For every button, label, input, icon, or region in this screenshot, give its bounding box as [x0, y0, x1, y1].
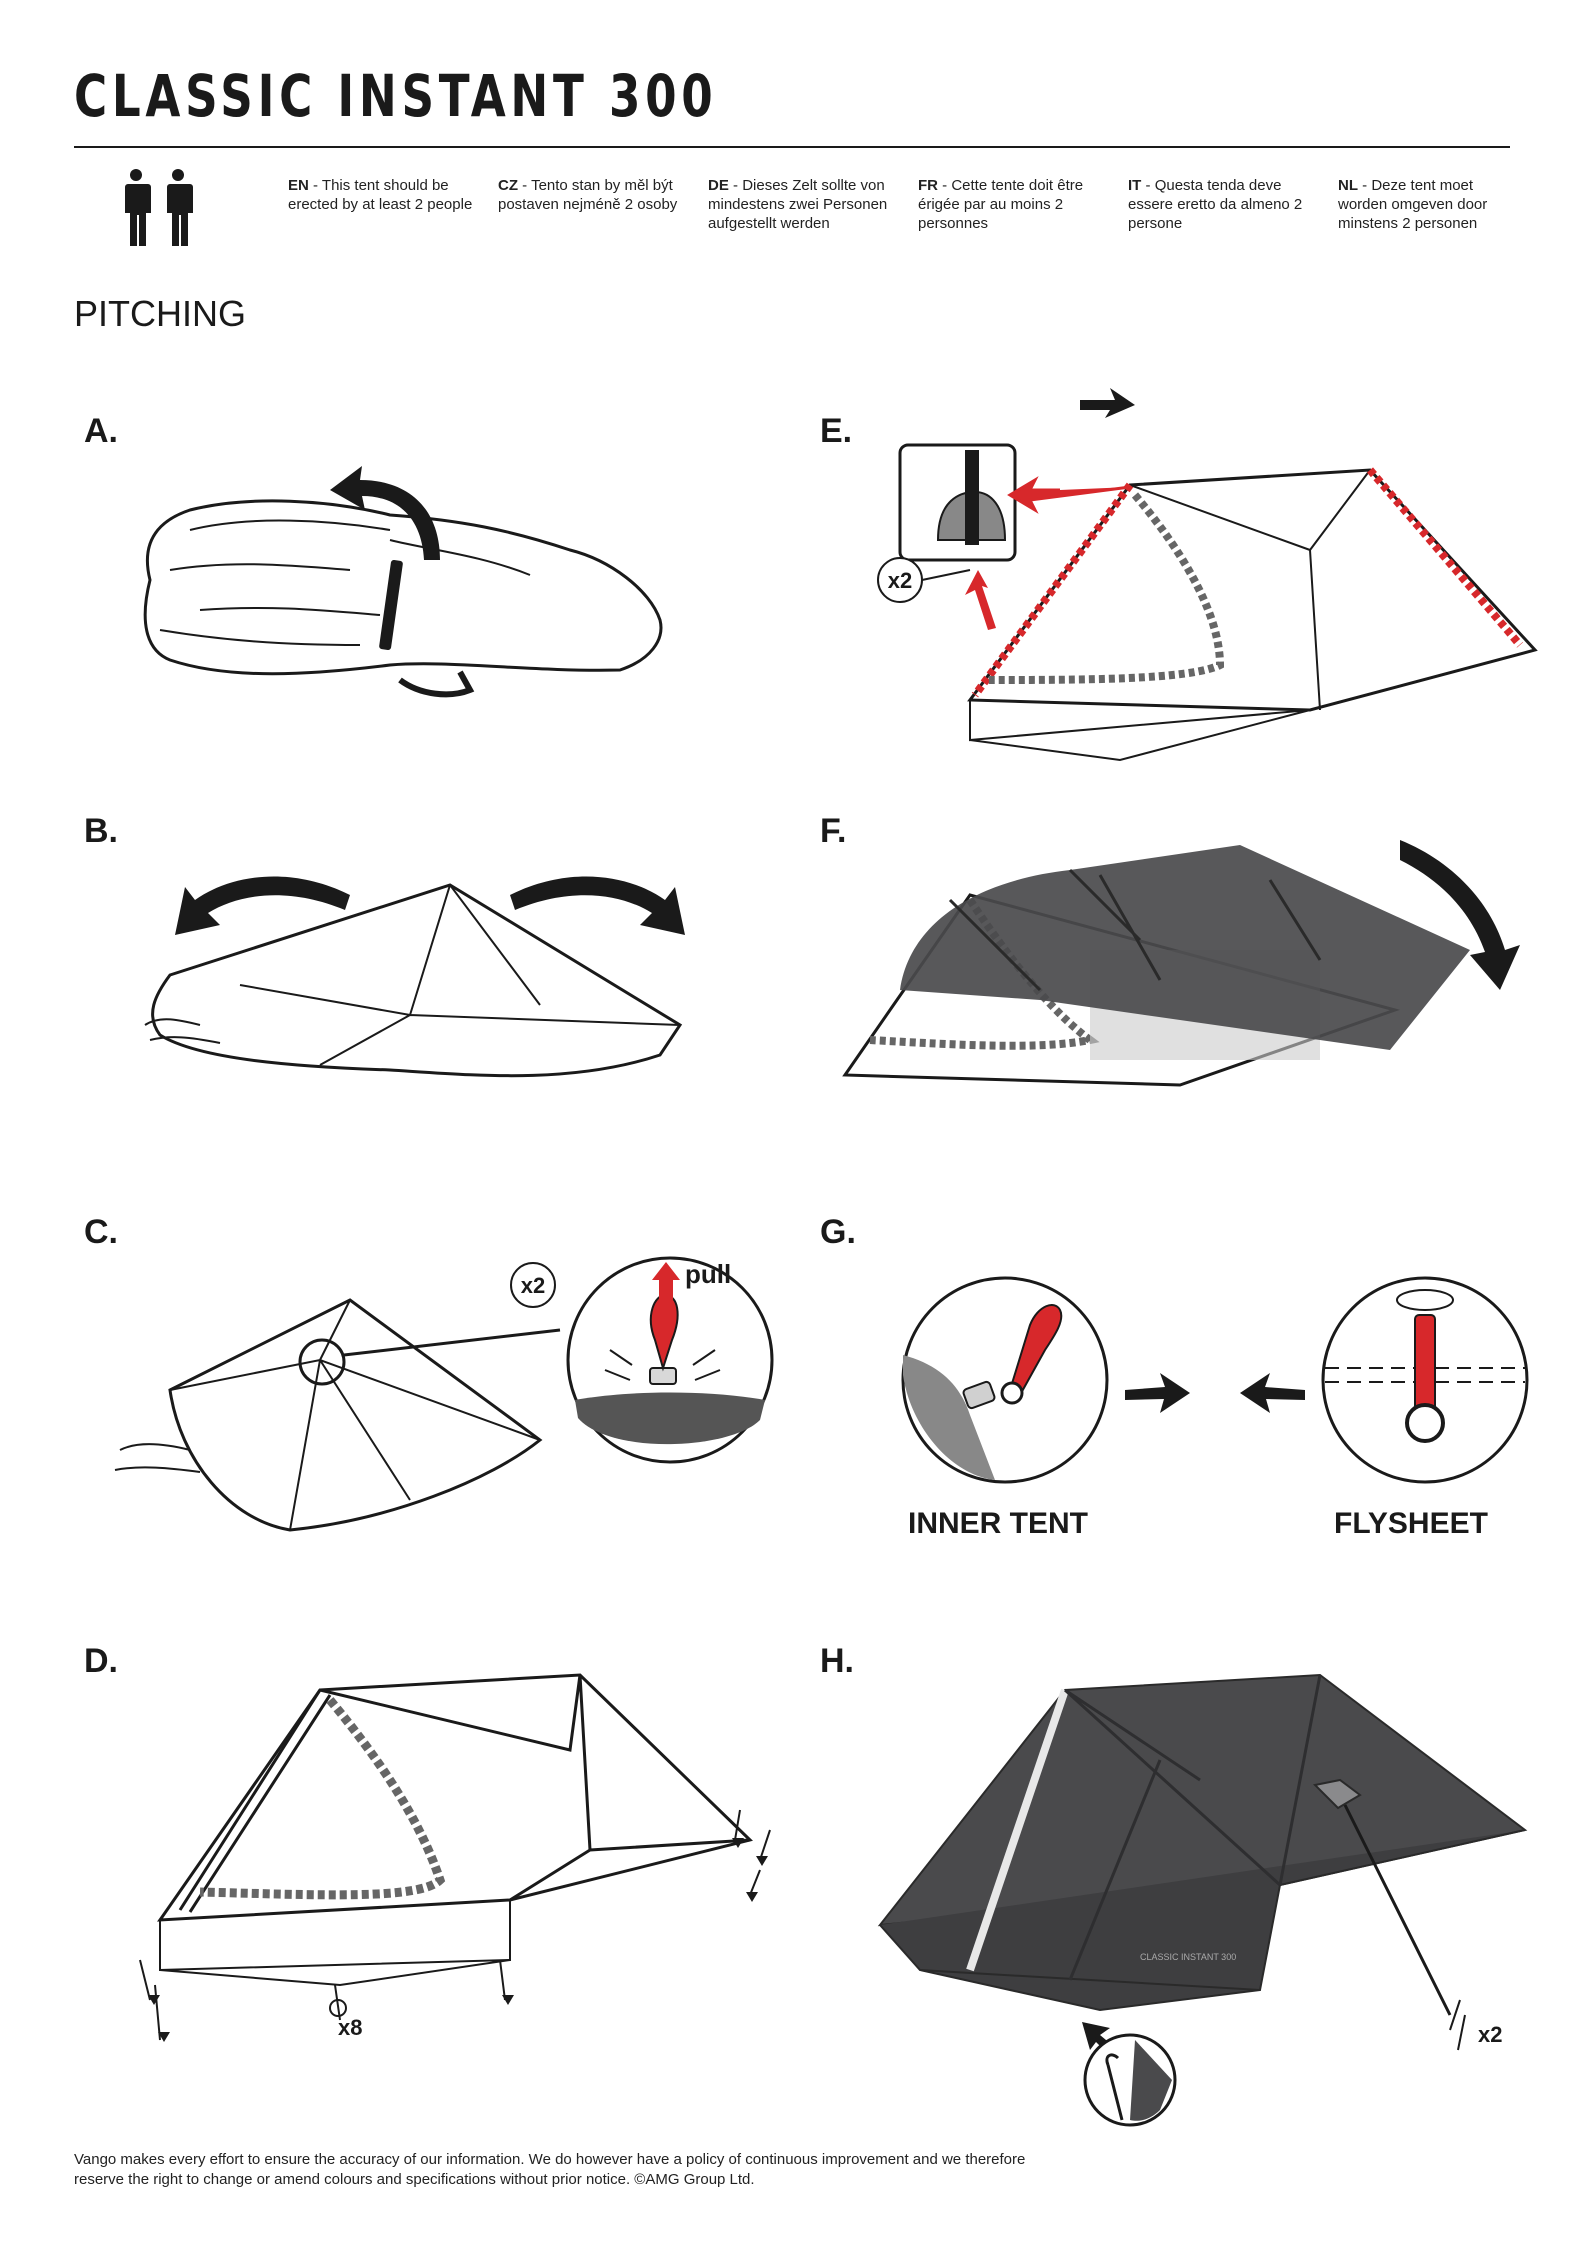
illustration-a-packed-bag	[143, 466, 663, 698]
lang-note-en: EN - This tent should be erected by at l…	[288, 177, 473, 213]
red-loop-icon	[1008, 1304, 1063, 1397]
two-people-icon	[124, 169, 193, 246]
tent-frame-e	[967, 468, 1538, 712]
arrow-right-g-icon	[1125, 1373, 1190, 1413]
packed-tent-bag	[143, 499, 663, 676]
illustration-b-unfold	[144, 876, 685, 1078]
count-label-d: x8	[338, 2015, 362, 2040]
flysheet-grey	[900, 845, 1470, 1050]
door-zip-e	[984, 492, 1225, 684]
illustration-c-pull-hub: x2 pull	[114, 1256, 774, 1532]
illustration-e-pole-clips: x2	[877, 388, 1538, 762]
inner-tent-frame	[157, 1673, 753, 1922]
lang-note-fr: FR - Cette tente doit être érigée par au…	[918, 177, 1084, 232]
tent-peg-icon	[139, 1809, 771, 2041]
illustration-h-finished-tent: CLASSIC INSTANT 300 x2	[877, 1673, 1528, 2127]
step-label-e: E.	[820, 412, 853, 450]
illustration-f-flysheet-over	[842, 840, 1520, 1087]
count-label-c: x2	[521, 1273, 545, 1298]
arrow-right-small-icon	[1080, 388, 1135, 418]
caption-flysheet: FLYSHEET	[1334, 1507, 1488, 1540]
title-rule	[74, 146, 1510, 148]
tent-logo-text: CLASSIC INSTANT 300	[1140, 1952, 1236, 1962]
count-badge-c	[510, 1262, 556, 1308]
step-label-f: F.	[820, 812, 847, 850]
red-pole-sleeve-right	[1366, 467, 1524, 648]
lift-arrow-icon	[330, 466, 440, 560]
lang-note-nl: NL - Deze tent moet worden omgeven door …	[1338, 177, 1488, 232]
inner-tent-door-zip	[199, 1697, 446, 1900]
o-ring-icon	[1405, 1403, 1445, 1443]
count-label-h: x2	[1478, 2022, 1502, 2047]
lang-note-de: DE - Dieses Zelt sollte von mindestens z…	[708, 177, 888, 232]
step-label-g: G.	[820, 1213, 856, 1251]
lang-note-cz: CZ - Tento stan by měl být postaven nejm…	[498, 177, 678, 213]
caption-inner-tent: INNER TENT	[908, 1507, 1088, 1540]
tent-peg-h-icon	[1449, 1999, 1466, 2051]
pull-label: pull	[685, 1259, 731, 1289]
red-pole-sleeve-left	[971, 482, 1134, 698]
bag-strap	[379, 559, 403, 651]
door-highlight	[966, 1688, 1069, 1972]
count-label-e: x2	[888, 568, 912, 593]
hub-zoom-marker	[298, 1338, 346, 1386]
illustration-g-attach	[901, 1276, 1529, 1484]
arrow-left-g-icon	[1240, 1373, 1305, 1413]
step-label-a: A.	[84, 412, 118, 450]
page-title: CLASSIC INSTANT 300	[74, 62, 718, 130]
red-strap-icon	[1414, 1314, 1436, 1411]
footer-disclaimer: Vango makes every effort to ensure the a…	[74, 2151, 1026, 2188]
unfolding-tent	[151, 883, 683, 1078]
arrow-right-icon	[510, 876, 685, 935]
arrow-left-icon	[175, 876, 350, 935]
vent-window	[1312, 1778, 1362, 1810]
lang-note-it: IT - Questa tenda deve essere eretto da …	[1128, 177, 1303, 232]
step-label-h: H.	[820, 1642, 854, 1680]
step-label-d: D.	[84, 1642, 118, 1680]
arrow-down-icon	[1400, 840, 1520, 990]
carry-handle	[398, 670, 475, 698]
step-label-c: C.	[84, 1213, 118, 1251]
section-title: PITCHING	[74, 293, 247, 334]
illustration-d-peg-out: x8	[139, 1673, 771, 2042]
step-label-b: B.	[84, 812, 118, 850]
